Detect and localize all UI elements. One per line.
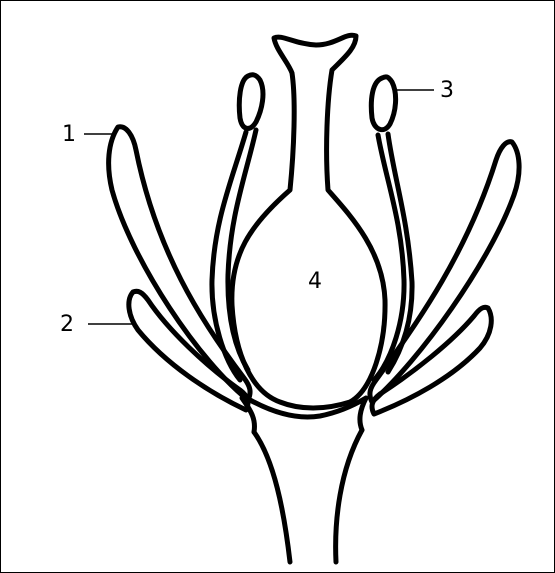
label-stamen: 3 bbox=[440, 78, 454, 103]
label-sepal: 1 bbox=[62, 122, 76, 147]
stem-left-edge bbox=[254, 432, 290, 562]
pistil-outline bbox=[232, 35, 385, 408]
stem-right-edge bbox=[336, 430, 362, 562]
stamen-left-anther bbox=[239, 75, 263, 129]
stamen-right-anther bbox=[371, 77, 395, 130]
label-petal: 2 bbox=[60, 312, 74, 337]
label-pistil: 4 bbox=[308, 269, 322, 294]
